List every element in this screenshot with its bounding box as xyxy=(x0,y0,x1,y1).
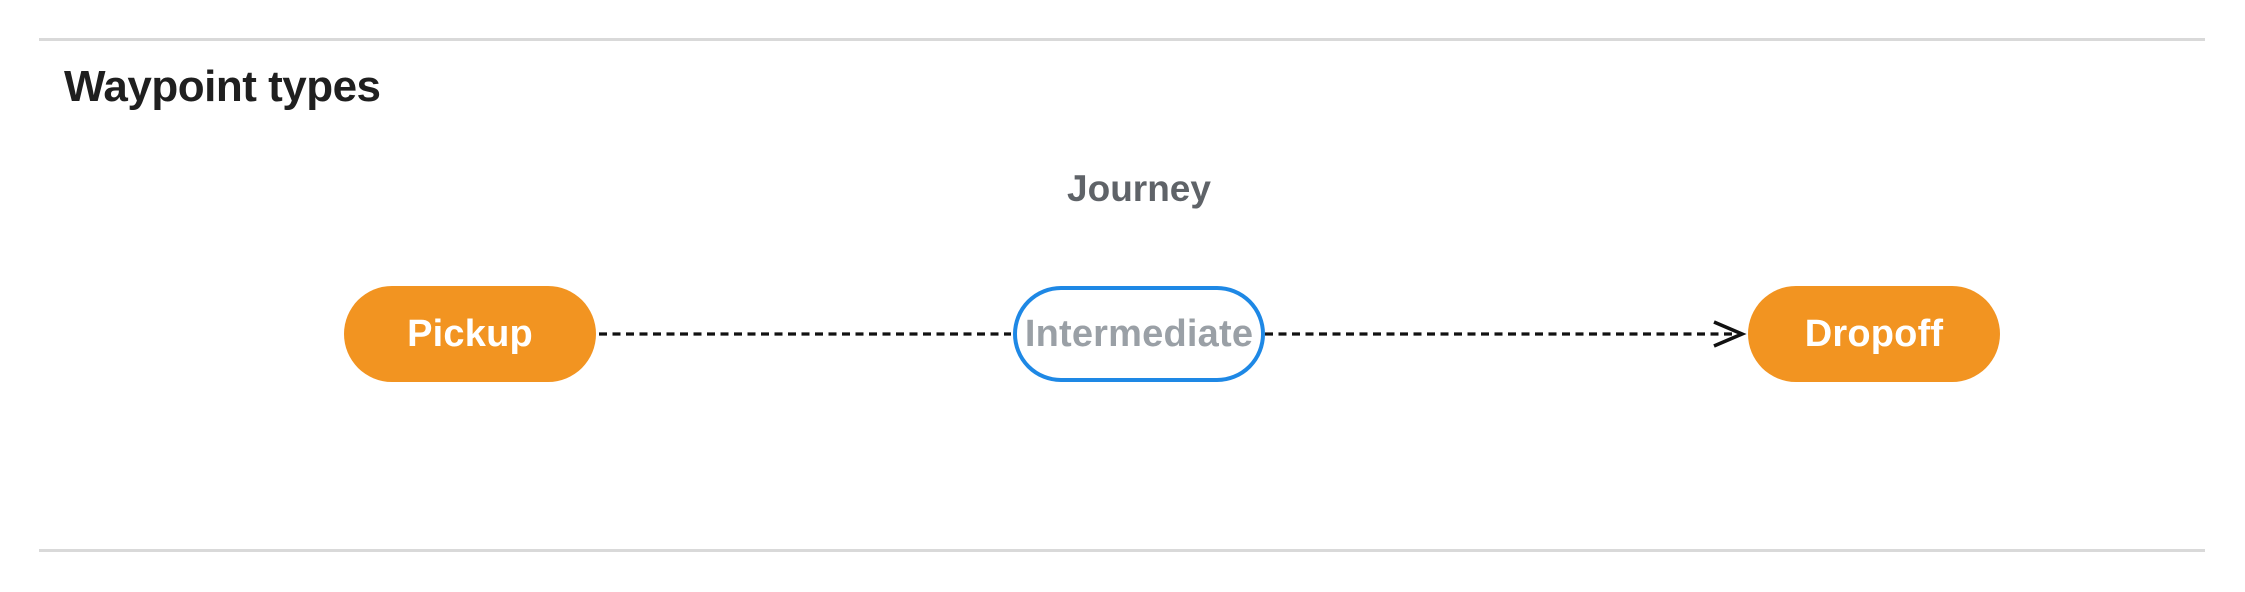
bottom-divider xyxy=(39,549,2205,552)
node-intermediate-label: Intermediate xyxy=(1024,312,1254,355)
node-pickup-label: Pickup xyxy=(407,312,533,355)
top-divider xyxy=(39,38,2205,41)
node-dropoff: Dropoff xyxy=(1748,286,2000,382)
diagram-title: Journey xyxy=(1067,168,1211,209)
node-dropoff-label: Dropoff xyxy=(1804,312,1944,355)
section-title: Waypoint types xyxy=(64,62,381,111)
node-intermediate: Intermediate xyxy=(1013,286,1265,382)
node-pickup: Pickup xyxy=(344,286,596,382)
